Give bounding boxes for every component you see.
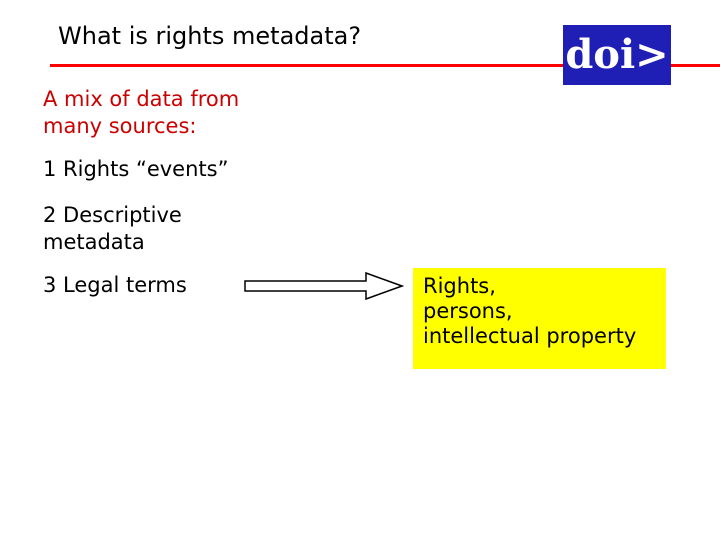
callout-box: Rights, persons, intellectual property	[413, 268, 666, 369]
right-arrow-icon	[244, 271, 404, 301]
intro-line-2: many sources:	[43, 114, 197, 138]
list-item-line: 1 Rights “events”	[43, 157, 229, 181]
callout-line-2: persons,	[423, 299, 513, 323]
slide-title: What is rights metadata?	[58, 22, 362, 50]
callout-line-1: Rights,	[423, 274, 496, 298]
list-item-descriptive-metadata: 2 Descriptive metadata	[43, 202, 182, 256]
list-item-line: metadata	[43, 230, 145, 254]
list-item-legal-terms: 3 Legal terms	[43, 272, 187, 299]
intro-line-1: A mix of data from	[43, 87, 240, 111]
title-underline	[50, 64, 720, 67]
doi-logo: doi>	[563, 25, 671, 85]
callout-line-3: intellectual property	[423, 324, 637, 348]
intro-text: A mix of data from many sources:	[43, 86, 303, 140]
list-item-line: 2 Descriptive	[43, 203, 182, 227]
list-item-rights-events: 1 Rights “events”	[43, 156, 228, 183]
list-item-line: 3 Legal terms	[43, 273, 187, 297]
